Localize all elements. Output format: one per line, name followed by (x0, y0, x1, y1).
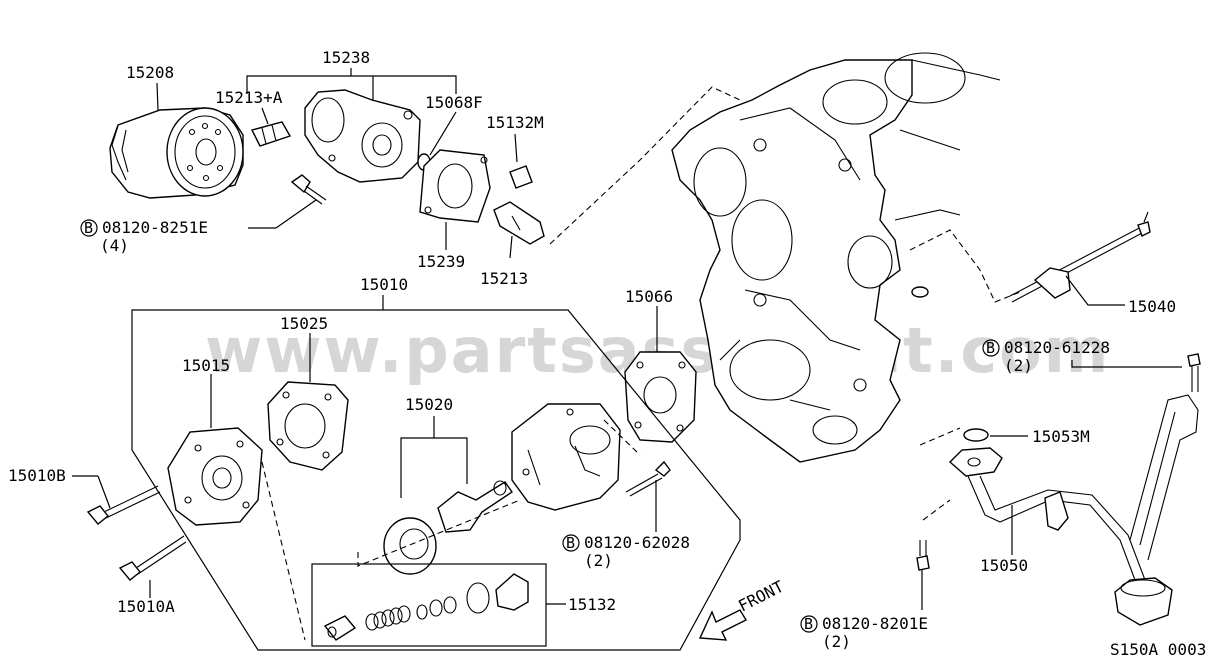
label-15132: 15132 (568, 595, 616, 614)
connector-15213A (250, 121, 292, 147)
relief-valve-parts-15132 (323, 573, 529, 641)
plug-small (911, 286, 929, 298)
bolt-symbol-62028 (562, 534, 580, 552)
pump-cover-15015 (167, 427, 263, 526)
label-15050: 15050 (980, 556, 1028, 575)
svg-text:B: B (566, 534, 575, 552)
engine-block (671, 52, 1001, 463)
pump-assembly-outline (131, 309, 741, 651)
label-15213A: 15213+A (215, 88, 283, 107)
svg-text:B: B (986, 339, 995, 357)
label-bolt-8251E: 08120-8251E (102, 218, 208, 237)
label-15040: 15040 (1128, 297, 1176, 316)
bolt-15010B (86, 485, 161, 525)
pump-body (511, 403, 621, 511)
gear-outer-15020 (383, 517, 437, 575)
oil-filter-15208 (109, 107, 244, 199)
part-15132M (509, 165, 533, 189)
bolt-15010A (118, 535, 187, 581)
label-15213: 15213 (480, 269, 528, 288)
oil-strainer-15050 (948, 394, 1199, 626)
gasket-15025 (267, 381, 349, 471)
label-bolt-61228: 08120-61228 (1004, 338, 1110, 357)
bolt-symbol-61228 (982, 339, 1000, 357)
label-15068F: 15068F (425, 93, 483, 112)
gasket-15239 (419, 149, 491, 223)
label-15132M: 15132M (486, 113, 544, 132)
label-15066: 15066 (625, 287, 673, 306)
gasket-15066 (624, 351, 697, 443)
label-15010A: 15010A (117, 597, 175, 616)
label-15208: 15208 (126, 63, 174, 82)
relief-valve-kit-box (311, 563, 547, 647)
dipstick-15040 (1009, 211, 1151, 303)
diagram-code: S150A 0003 (1110, 640, 1206, 659)
label-bolt-8201E: 08120-8201E (822, 614, 928, 633)
bolt-symbol-8201E (800, 615, 818, 633)
label-15020: 15020 (405, 395, 453, 414)
bolt-symbol-8251E (80, 219, 98, 237)
front-arrow-icon: FRONT (698, 577, 787, 641)
label-15010: 15010 (360, 275, 408, 294)
label-bolt-62028: 08120-62028 (584, 533, 690, 552)
connector-15213 (493, 201, 545, 245)
gasket-15053M (963, 428, 989, 442)
label-15010B: 15010B (8, 466, 66, 485)
label-bolt-61228-qty: (2) (1004, 356, 1033, 375)
label-15053M: 15053M (1032, 427, 1090, 446)
label-bolt-8251E-qty: (4) (100, 236, 129, 255)
bolt-8201E (916, 540, 930, 571)
label-bolt-8201E-qty: (2) (822, 632, 851, 651)
label-bolt-62028-qty: (2) (584, 551, 613, 570)
label-15239: 15239 (417, 252, 465, 271)
svg-text:B: B (84, 219, 93, 237)
bolt-62028 (625, 460, 671, 497)
gear-inner-15020 (437, 480, 513, 533)
front-label: FRONT (735, 577, 787, 616)
bolt-8251E (290, 174, 327, 205)
bolt-61228 (1187, 353, 1201, 392)
svg-text:B: B (804, 615, 813, 633)
label-15015: 15015 (182, 356, 230, 375)
filter-bracket-15238 (304, 89, 421, 183)
label-15025: 15025 (280, 314, 328, 333)
label-15238: 15238 (322, 48, 370, 67)
